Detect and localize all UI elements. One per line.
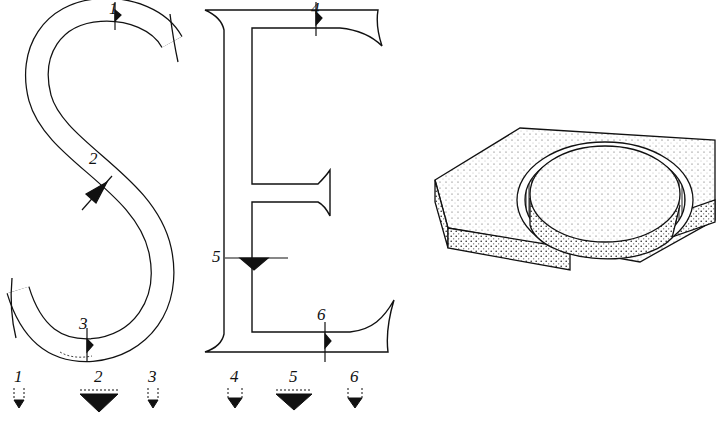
section-marks <box>82 2 331 362</box>
callout-number: 4 <box>311 0 320 17</box>
carved-block <box>435 128 715 270</box>
letter-s <box>11 10 178 357</box>
profile-number: 3 <box>148 368 157 385</box>
profile-number: 6 <box>350 368 359 385</box>
profile-marks <box>14 388 362 412</box>
callout-number: 2 <box>89 150 98 167</box>
callout-number: 3 <box>79 315 88 332</box>
profile-number: 5 <box>289 368 298 385</box>
profile-number: 4 <box>230 368 239 385</box>
callout-number: 6 <box>317 306 326 323</box>
letter-e <box>205 10 394 352</box>
profile-number: 2 <box>94 368 103 385</box>
callout-number: 5 <box>212 248 221 265</box>
callout-number: 1 <box>109 0 118 17</box>
profile-number: 1 <box>14 368 23 385</box>
